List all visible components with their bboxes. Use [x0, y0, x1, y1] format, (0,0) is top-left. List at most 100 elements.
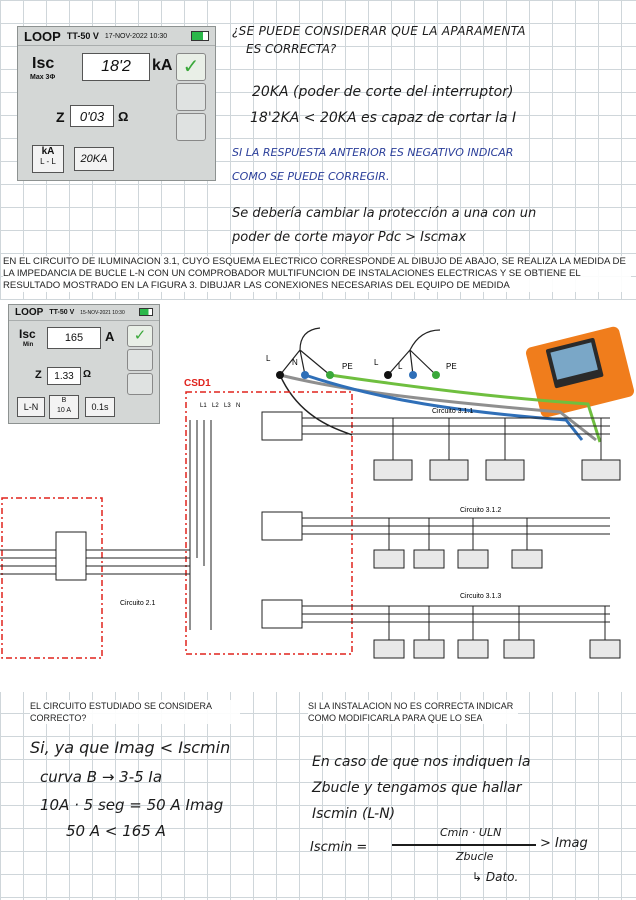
figure-isc-sublabel: Min — [23, 342, 34, 348]
circuit-label-312: Circuito 3.1.2 — [460, 507, 502, 514]
circuit-diagram-panel: CSD1 L N PE L L PE Circuito 3.1.1 Circui… — [0, 300, 636, 692]
csd1-label: CSD1 — [184, 378, 211, 389]
question-2-cont: COMO SE PUEDE CORREGIR. — [232, 170, 390, 183]
question-correct: EL CIRCUITO ESTUDIADO SE CONSIDERA CORRE… — [30, 700, 240, 724]
bus-label-n: N — [236, 403, 241, 409]
br-formula-numerator: Cmin · ULN — [440, 826, 502, 839]
probe-tip-l — [276, 371, 284, 379]
circuit-label-313: Circuito 3.1.3 — [460, 593, 502, 600]
circuit-diagram — [0, 326, 635, 659]
top-tester-datetime: 17-NOV-2022 10:30 — [104, 32, 168, 40]
top-tester-model: TT-50 V — [66, 31, 99, 41]
figure-key-01s: 0.1s — [85, 397, 115, 417]
circuit-3-1-3-lines — [302, 605, 610, 623]
figure-key-b: B — [61, 397, 67, 404]
br-formula-denominator: Zbucle — [456, 850, 494, 863]
top-tester-header: LOOP TT-50 V 17-NOV-2022 10:30 — [18, 27, 215, 46]
question-modify: SI LA INSTALACION NO ES CORRECTA INDICAR… — [308, 700, 518, 724]
main-panel-border — [1, 497, 103, 659]
bl-line-2: curva B → 3-5 Ia — [40, 768, 163, 786]
top-isc-unit: kA — [152, 57, 173, 74]
figure-key-b10: B 10 A — [49, 395, 79, 419]
br-dato: ↳ Dato. — [472, 870, 519, 884]
br-line-1: En caso de que nos indiquen la — [312, 754, 531, 770]
figure-tester-logo: LOOP — [15, 307, 44, 318]
top-tester-display: LOOP TT-50 V 17-NOV-2022 10:30 Isc Max 3… — [17, 26, 216, 181]
answer-3: Se debería cambiar la protección a una c… — [232, 206, 537, 221]
question-1-cont: ES CORRECTA? — [246, 42, 337, 56]
battery-icon — [191, 31, 209, 41]
br-formula-lhs: Iscmin = — [310, 840, 368, 855]
probe-fan-1 — [279, 327, 331, 376]
figure-z-unit: Ω — [83, 369, 92, 380]
figure-tester-model: TT-50 V — [49, 309, 75, 316]
answer-1: 20KA (poder de corte del interruptor) — [252, 84, 514, 100]
probe-lead-grey — [279, 373, 597, 442]
multifunction-meter-icon — [525, 326, 635, 418]
figure-key-ln: L-N — [17, 397, 45, 417]
probe-tip-pe — [326, 371, 334, 379]
figure-tester-header: LOOP TT-50 V 15-NOV-2021 10:30 — [9, 305, 159, 321]
lamp-drops — [388, 418, 606, 640]
exercise-statement: EN EL CIRCUITO DE ILUMINACION 3.1, CUYO … — [3, 256, 631, 292]
question-1: ¿SE PUEDE CONSIDERAR QUE LA APARAMENTA — [232, 24, 526, 38]
figure-isc-unit: A — [105, 329, 115, 344]
check-icon: ✓ — [176, 53, 206, 81]
probe-lead-green — [329, 373, 602, 443]
probe-label-pe2: PE — [446, 362, 457, 371]
top-z-unit: Ω — [118, 109, 129, 124]
figure-tester-datetime: 15-NOV-2021 10:30 — [80, 309, 125, 316]
answer-2: 18'2KA < 20KA es capaz de cortar la I — [250, 110, 517, 126]
breaker-group-1 — [55, 411, 303, 629]
figure-tester-display: LOOP TT-50 V 15-NOV-2021 10:30 Isc Min 1… — [8, 304, 160, 424]
br-line-2: Zbucle y tengamos que hallar — [312, 780, 522, 796]
csd1-panel-border — [185, 391, 353, 655]
probe-label-l2: L — [374, 358, 379, 367]
fraction-bar — [392, 844, 536, 846]
bl-line-3: 10A · 5 seg = 50 A Imag — [40, 796, 224, 814]
probe-label-l: L — [266, 354, 271, 363]
circuit-3-1-1-lines — [302, 417, 610, 435]
top-key-unit: kA L - L — [32, 145, 64, 173]
probe-fan-2 — [387, 329, 441, 376]
bl-line-4: 50 A < 165 A — [66, 822, 166, 840]
answer-4: poder de corte mayor Pdc > Iscmax — [232, 230, 467, 245]
top-key-unit-label: kA — [41, 146, 55, 157]
lamp-fixtures — [373, 459, 621, 659]
figure-key-10a: 10 A — [56, 407, 71, 414]
blank-side-button — [176, 83, 206, 111]
probe-tip-n — [301, 371, 309, 379]
check-icon: ✓ — [127, 325, 153, 347]
probe-label-pe: PE — [342, 362, 353, 371]
bl-line-1: Si, ya que Imag < Iscmin — [30, 738, 231, 757]
br-line-3: Iscmin (L-N) — [312, 806, 396, 822]
circuit-3-1-2-lines — [302, 517, 610, 535]
top-isc-value: 18'2 — [82, 53, 150, 81]
bus-label-l1: L1 — [200, 403, 207, 409]
probe-tip-l2 — [384, 371, 392, 379]
circuit-label-21: Circuito 2.1 — [120, 600, 156, 607]
question-2: SI LA RESPUESTA ANTERIOR ES NEGATIVO IND… — [232, 146, 514, 159]
top-key-unit-sub: L - L — [40, 157, 56, 166]
blank-side-button — [127, 373, 153, 395]
top-isc-label: Isc — [32, 55, 55, 72]
top-z-value: 0'03 — [70, 105, 114, 127]
circuit-label-311: Circuito 3.1.1 — [432, 408, 474, 415]
probe-lead-black — [279, 374, 353, 436]
top-key-value: 20KA — [74, 147, 114, 171]
top-tester-logo: LOOP — [24, 28, 61, 44]
top-isc-sublabel: Max 3Φ — [30, 74, 56, 81]
blank-side-button — [127, 349, 153, 371]
figure-isc-label: Isc — [19, 327, 36, 341]
feeder-lines — [0, 420, 212, 630]
probe-label-l3: L — [398, 362, 403, 371]
figure-z-value: 1.33 — [47, 367, 81, 385]
figure-z-label: Z — [35, 369, 42, 381]
br-formula-rhs: > Imag — [540, 836, 588, 851]
bus-label-l2: L2 — [212, 403, 219, 409]
top-z-label: Z — [56, 109, 65, 125]
figure-isc-value: 165 — [47, 327, 101, 349]
probe-tip-pe2 — [432, 371, 440, 379]
blank-side-button — [176, 113, 206, 141]
